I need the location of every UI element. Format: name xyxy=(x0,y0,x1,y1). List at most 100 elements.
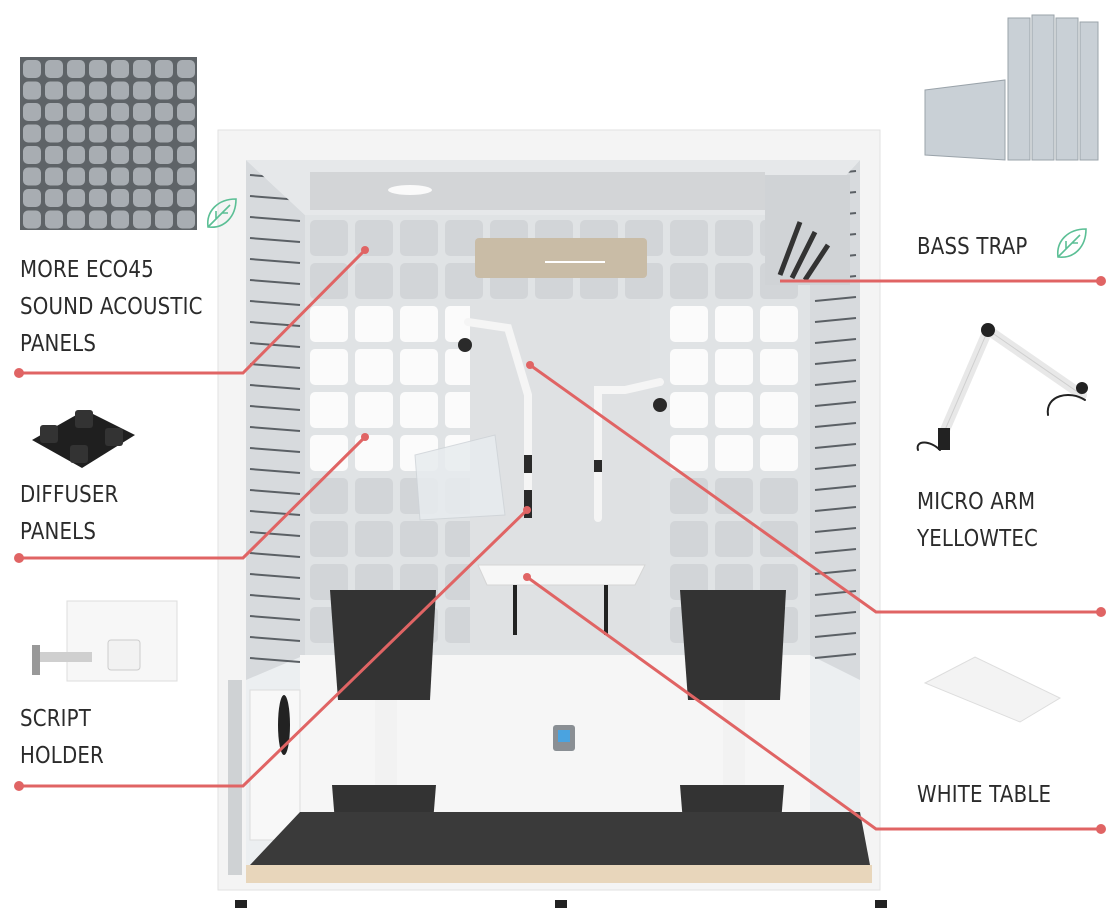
acoustic-tile xyxy=(670,435,708,471)
eco45-tile xyxy=(45,81,63,100)
acoustic-tile xyxy=(670,263,708,299)
eco45-tile xyxy=(67,210,85,229)
air-conditioner xyxy=(475,238,647,278)
eco45-tile xyxy=(23,60,41,78)
eco45-tile xyxy=(177,146,195,164)
wall-slat xyxy=(249,510,301,516)
eco45-tile xyxy=(177,103,195,121)
wall-slat xyxy=(249,636,301,642)
acoustic-tile xyxy=(760,392,798,428)
eco45-tile xyxy=(177,167,195,186)
eco45-tile xyxy=(45,210,63,229)
wall-slat xyxy=(249,426,301,432)
eco45-tile xyxy=(23,210,41,229)
acoustic-tile xyxy=(670,521,708,557)
eco45-tile xyxy=(89,210,107,229)
wall-slat xyxy=(814,422,857,428)
acoustic-tile xyxy=(310,392,348,428)
eco45-tile xyxy=(177,210,195,229)
wall-slat xyxy=(814,653,857,659)
eco45-tile xyxy=(23,103,41,121)
eco45-tile xyxy=(133,189,151,207)
label-line: PANELS xyxy=(20,519,97,545)
white-table-thumbnail xyxy=(923,656,1062,723)
label-script-holder: SCRIPT HOLDER xyxy=(20,701,104,775)
wall-slat xyxy=(249,237,301,243)
eco45-tile xyxy=(177,189,195,207)
acoustic-tile xyxy=(310,306,348,342)
door-handle xyxy=(249,689,301,841)
diffuser-panel-thumbnail xyxy=(32,410,135,468)
eco45-tile xyxy=(67,124,85,143)
eco45-tile xyxy=(155,210,173,229)
bass-trap-thumbnail xyxy=(924,14,1099,161)
eco45-tile xyxy=(67,103,85,121)
leaf-icon xyxy=(1057,228,1087,258)
acoustic-tile xyxy=(760,435,798,471)
label-line: MORE ECO45 xyxy=(20,257,154,283)
white-table-unit xyxy=(477,564,646,586)
label-line: HOLDER xyxy=(20,743,104,769)
eco45-tile xyxy=(133,167,151,186)
label-line: YELLOWTEC xyxy=(917,526,1038,552)
eco45-tile xyxy=(45,103,63,121)
acoustic-tile xyxy=(400,349,438,385)
label-line: SOUND ACOUSTIC xyxy=(20,294,203,320)
eco45-tile xyxy=(111,146,129,164)
acoustic-tile xyxy=(355,521,393,557)
acoustic-tile xyxy=(715,220,753,256)
label-white-table: WHITE TABLE xyxy=(917,777,1051,814)
wall-slat xyxy=(249,279,301,285)
wall-slat xyxy=(814,443,857,449)
wall-slat xyxy=(814,380,857,386)
wall-slat xyxy=(249,531,301,537)
label-micro-arm: MICRO ARM YELLOWTEC xyxy=(917,484,1038,558)
label-line: PANELS xyxy=(20,331,97,357)
eco45-tile xyxy=(111,210,129,229)
eco45-tile xyxy=(133,146,151,164)
eco45-tile xyxy=(155,124,173,143)
wall-slat xyxy=(249,552,301,558)
wall-slat xyxy=(249,363,301,369)
wall-slat xyxy=(814,611,857,617)
eco45-tile xyxy=(111,189,129,207)
acoustic-tile xyxy=(670,349,708,385)
label-bass-trap: BASS TRAP xyxy=(917,229,1028,266)
callout-line-eco45 xyxy=(19,248,367,375)
eco45-tile xyxy=(45,146,63,164)
acoustic-tile xyxy=(310,521,348,557)
callout-line-white-table xyxy=(526,575,1101,831)
acoustic-tile xyxy=(760,349,798,385)
eco45-tile xyxy=(45,189,63,207)
acoustic-tile xyxy=(400,220,438,256)
wall-slat xyxy=(249,489,301,495)
wall-slat xyxy=(249,615,301,621)
eco45-tile xyxy=(155,60,173,78)
acoustic-tile xyxy=(715,392,753,428)
eco45-tile xyxy=(177,81,195,100)
wall-slat xyxy=(249,447,301,453)
acoustic-tile xyxy=(715,478,753,514)
script-holder-unit xyxy=(414,434,506,521)
eco45-tile xyxy=(111,124,129,143)
left-wall-panels xyxy=(246,160,305,680)
eco45-tile xyxy=(67,60,85,78)
callout-line-script-holder xyxy=(19,508,529,788)
wall-slat xyxy=(814,527,857,533)
eco45-tile xyxy=(89,167,107,186)
eco45-tile xyxy=(133,124,151,143)
acoustic-tile xyxy=(760,478,798,514)
label-line: BASS TRAP xyxy=(917,234,1028,260)
wall-slat xyxy=(249,258,301,264)
label-eco45-panels: MORE ECO45 SOUND ACOUSTIC PANELS xyxy=(20,252,203,363)
wall-slat xyxy=(814,464,857,470)
wall-slat xyxy=(814,506,857,512)
wall-slat xyxy=(249,405,301,411)
acoustic-tile xyxy=(445,263,483,299)
eco45-tile xyxy=(111,167,129,186)
eco45-tile xyxy=(67,189,85,207)
wall-slat xyxy=(814,338,857,344)
acoustic-tile xyxy=(670,306,708,342)
acoustic-tile xyxy=(400,521,438,557)
